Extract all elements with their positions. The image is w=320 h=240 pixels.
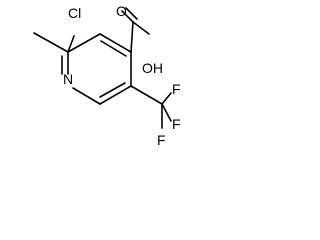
- chlorine-label: Cl: [68, 5, 81, 21]
- bond-c7-n: [72, 87, 101, 105]
- bond-cf3-f2: [161, 103, 172, 122]
- fluorine-label-3: F: [157, 132, 166, 148]
- nitrogen-label: N: [63, 71, 73, 87]
- bond-carboxyl-o-double-b: [125, 7, 138, 20]
- bond-c6-c7-double: [99, 82, 126, 98]
- fluorine-label-1: F: [172, 81, 181, 97]
- chemical-structure: Cl O OH N F F F: [33, 3, 181, 148]
- oxygen-label: O: [116, 3, 127, 19]
- bond-c3-cl: [67, 35, 75, 53]
- bond-cf3-f1: [161, 92, 172, 105]
- bond-c5-carboxyl: [130, 21, 134, 53]
- bond-c4-c5: [99, 33, 132, 53]
- fluorine-label-2: F: [172, 116, 181, 132]
- bond-c4-c5-double: [100, 40, 127, 57]
- bond-carboxyl-o-double-a: [121, 10, 134, 23]
- bond-c2-methyl: [33, 32, 69, 53]
- bond-c6-c7: [99, 85, 132, 105]
- bond-c6-cf3: [130, 85, 163, 105]
- bond-c3-c4: [67, 33, 101, 53]
- bond-carboxyl-oh: [132, 21, 150, 35]
- hydroxyl-label: OH: [142, 60, 163, 76]
